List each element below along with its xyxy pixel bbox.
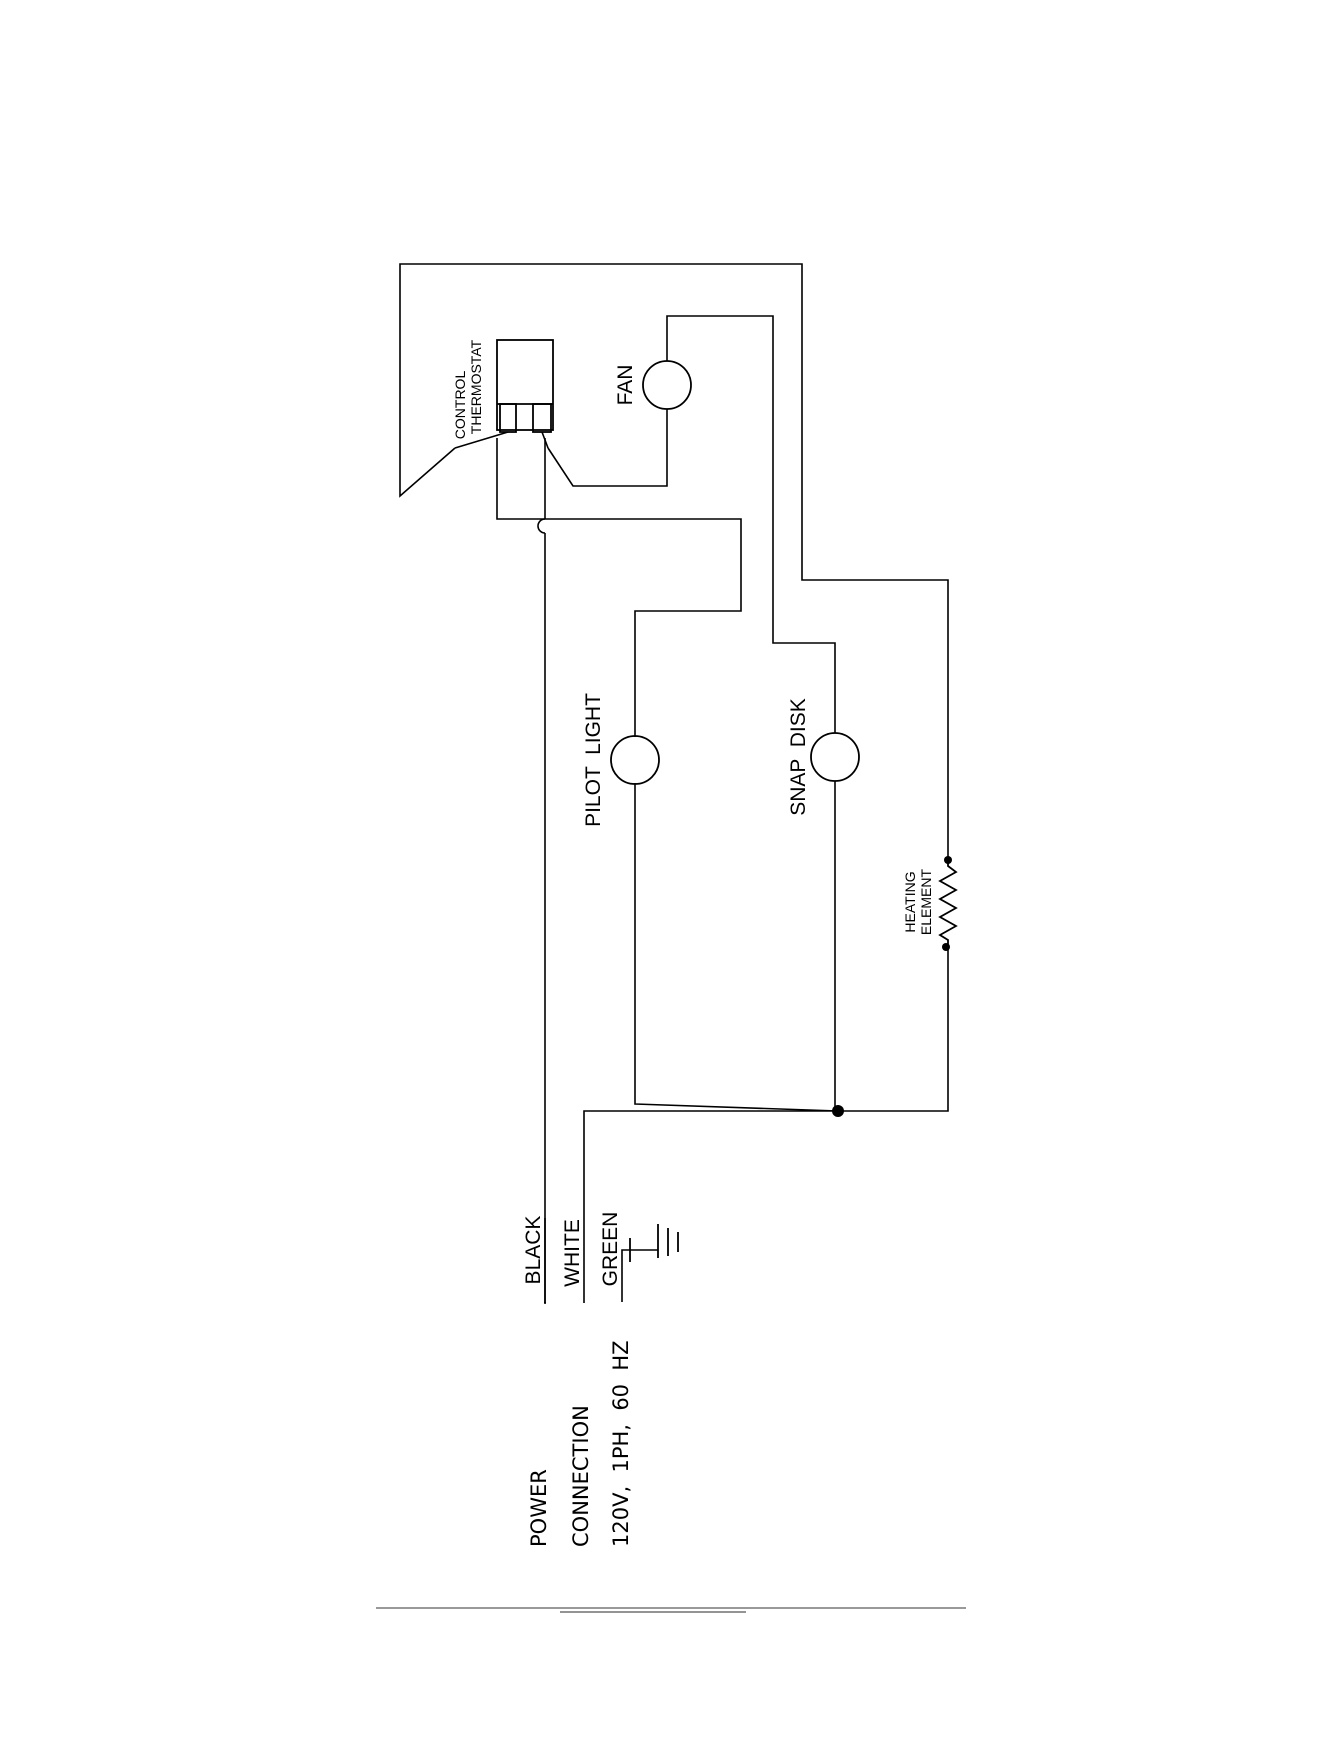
fan-symbol — [643, 361, 691, 409]
thermostat-terminal-left — [500, 404, 516, 432]
wire-heater-return — [838, 948, 948, 1111]
pilot-light-symbol — [611, 736, 659, 784]
thermostat-label-line1: CONTROL — [452, 371, 468, 440]
power-label-line1: POWER — [527, 1469, 551, 1547]
heating-element-symbol — [940, 858, 956, 948]
wire-fan-upper — [548, 409, 667, 486]
thermostat-terminal-right — [533, 404, 551, 432]
wire-green — [622, 1250, 630, 1302]
heating-element-terminal-bottom — [942, 943, 950, 951]
snap-disk-symbol — [811, 733, 859, 781]
wire-labels: BLACK WHITE GREEN — [522, 1212, 622, 1303]
heating-element-terminal-top — [944, 856, 952, 864]
heating-element-label-line2: ELEMENT — [918, 868, 934, 935]
pilot-light: PILOT LIGHT — [582, 693, 659, 827]
wire-label-white: WHITE — [561, 1219, 584, 1287]
control-thermostat: CONTROL THERMOSTAT — [452, 339, 553, 448]
fan-label: FAN — [614, 365, 637, 406]
power-connection-label: POWER CONNECTION 120V, 1PH, 60 HZ — [527, 1340, 633, 1547]
wire-label-black: BLACK — [522, 1216, 545, 1285]
wire-fan-lower — [667, 316, 835, 733]
pilot-light-label: PILOT LIGHT — [582, 693, 605, 827]
wire-pilot-return — [635, 783, 838, 1111]
thermostat-body — [497, 340, 553, 430]
power-label-line2: CONNECTION — [569, 1405, 593, 1547]
snap-disk-label: SNAP DISK — [787, 698, 810, 816]
footer-rule — [376, 1608, 966, 1612]
heating-element: HEATING ELEMENT — [902, 856, 956, 951]
junction-dot — [832, 1105, 844, 1117]
wire-black-crossover — [538, 519, 545, 533]
wire-pilot-feed — [497, 438, 741, 737]
power-label-line3: 120V, 1PH, 60 HZ — [609, 1340, 633, 1547]
heating-element-label-line1: HEATING — [902, 871, 918, 932]
wire-label-green: GREEN — [599, 1212, 622, 1287]
thermostat-label-line2: THERMOSTAT — [468, 339, 484, 434]
fan: FAN — [614, 361, 691, 409]
ground-icon — [630, 1224, 678, 1262]
snap-disk: SNAP DISK — [787, 698, 859, 816]
